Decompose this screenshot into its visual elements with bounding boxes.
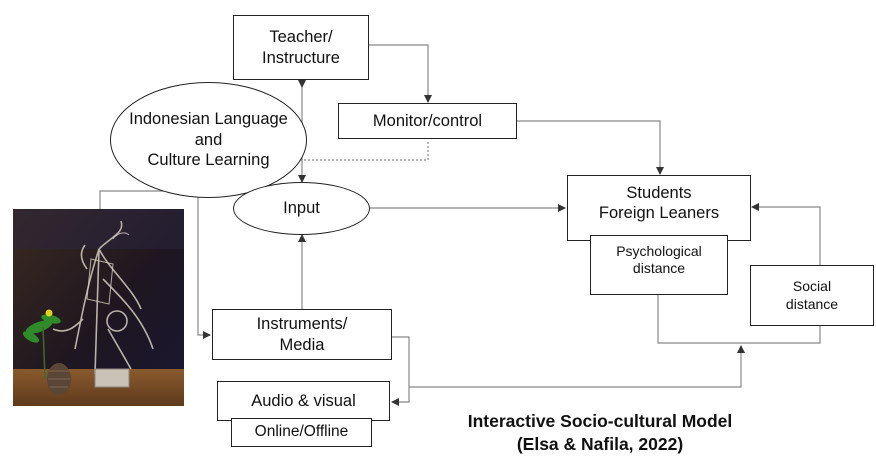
psychological-distance-box: Psychological distance	[590, 235, 728, 295]
psychological-line-1: Psychological	[616, 243, 702, 259]
instruments-line-1: Instruments/	[256, 315, 348, 334]
online-offline-box: Online/Offline	[231, 418, 372, 447]
students-line-1: Students	[626, 184, 692, 202]
culture-learning-ellipse: Indonesian Language and Culture Learning	[110, 82, 307, 198]
social-line-2: distance	[785, 295, 839, 312]
arrow-teacher-to-monitor	[369, 44, 432, 103]
psychological-line-2: distance	[632, 260, 686, 277]
caption-citation: (Elsa & Nafila, 2022)	[516, 433, 684, 454]
students-box: Students Foreign Leaners	[567, 175, 751, 241]
figure-caption: Interactive Socio-cultural Model (Elsa &…	[420, 410, 780, 456]
instruments-line-2: Media	[279, 335, 325, 354]
audio-label: Audio & visual	[251, 391, 356, 410]
social-line-1: Social	[792, 278, 832, 295]
arrow-audio-to-distance	[409, 345, 745, 388]
monitor-label: Monitor/control	[372, 111, 483, 130]
teacher-line-1: Teacher/	[269, 28, 333, 47]
caption-title: Interactive Socio-cultural Model	[467, 411, 733, 431]
dotted-culture-to-monitor	[300, 140, 429, 161]
arrow-monitor-to-students	[517, 120, 664, 175]
input-label: Input	[283, 199, 320, 218]
students-line-2: Foreign Leaners	[598, 204, 720, 223]
line-distance-merge	[657, 295, 821, 344]
social-distance-box: Social distance	[750, 265, 874, 326]
arrow-social-to-students	[751, 203, 821, 265]
monitor-box: Monitor/control	[338, 103, 517, 139]
teacher-box: Teacher/ Instructure	[233, 15, 369, 80]
arrow-instruments-to-audio	[391, 336, 410, 406]
culture-line-3: Culture Learning	[147, 151, 270, 170]
teacher-line-2: Instructure	[262, 48, 340, 67]
wayang-puppet-photo	[13, 209, 184, 406]
input-ellipse: Input	[233, 182, 370, 235]
culture-line-2: and	[194, 130, 223, 149]
online-label: Online/Offline	[254, 423, 349, 441]
culture-line-1: Indonesian Language	[129, 110, 288, 129]
audio-visual-box: Audio & visual	[217, 381, 390, 421]
instruments-box: Instruments/ Media	[212, 309, 392, 360]
